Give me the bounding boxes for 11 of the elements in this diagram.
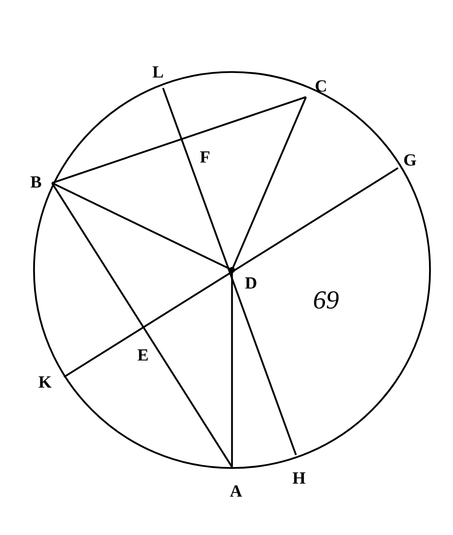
point-label: A [230, 485, 242, 497]
point-label: F [200, 151, 210, 163]
point-label: B [30, 176, 42, 188]
point-label: C [316, 80, 326, 92]
point-label: G [404, 154, 416, 166]
figure-number: 69 [314, 291, 339, 309]
point-label: H [292, 472, 306, 484]
point-label: D [245, 277, 256, 289]
point-label: L [152, 66, 163, 78]
point-label: E [138, 349, 148, 361]
point-label: K [38, 376, 52, 388]
